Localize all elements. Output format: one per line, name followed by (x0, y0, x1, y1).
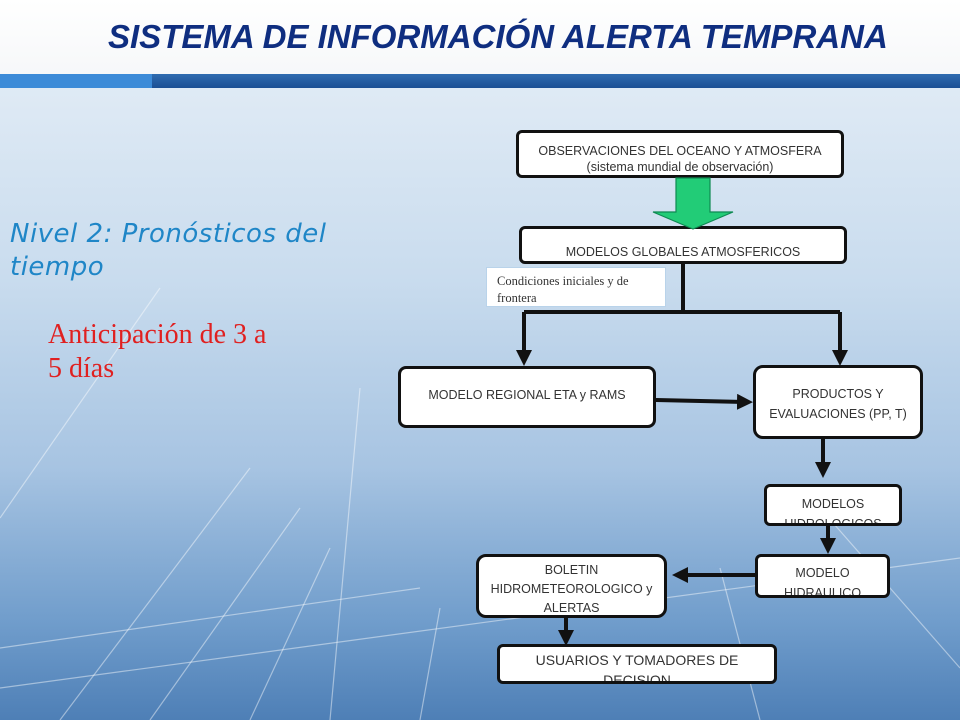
note-condiciones: Condiciones iniciales y de frontera (486, 267, 666, 307)
level-heading: Nivel 2: Pronósticos del tiempo (10, 219, 327, 282)
box-observaciones: OBSERVACIONES DEL OCEANO Y ATMOSFERA (si… (516, 130, 844, 178)
header-band-left (0, 74, 152, 88)
usuarios-label: USUARIOS Y TOMADORES DE DECISION (535, 652, 739, 684)
box-modelo-hidraulico: MODELO HIDRAULICO (755, 554, 890, 598)
modelos-hidrologicos-label: MODELOS HIDROLOGICOS (784, 497, 882, 526)
box-modelos-hidrologicos: MODELOS HIDROLOGICOS (764, 484, 902, 526)
observaciones-line2: (sistema mundial de observación) (586, 160, 774, 174)
box-modelos-globales: MODELOS GLOBALES ATMOSFERICOS (519, 226, 847, 264)
productos-label: PRODUCTOS Y EVALUACIONES (PP, T) (769, 387, 907, 421)
boletin-label: BOLETIN HIDROMETEOROLOGICO y ALERTAS (490, 563, 653, 615)
box-boletin: BOLETIN HIDROMETEOROLOGICO y ALERTAS (476, 554, 667, 618)
box-usuarios: USUARIOS Y TOMADORES DE DECISION (497, 644, 777, 684)
slide-title: SISTEMA DE INFORMACIÓN ALERTA TEMPRANA (108, 18, 888, 55)
box-productos: PRODUCTOS Y EVALUACIONES (PP, T) (753, 365, 923, 439)
slide-header: SISTEMA DE INFORMACIÓN ALERTA TEMPRANA (0, 0, 960, 90)
observaciones-line1: OBSERVACIONES DEL OCEANO Y ATMOSFERA (538, 144, 822, 158)
modelos-globales-label: MODELOS GLOBALES ATMOSFERICOS (565, 245, 801, 259)
anticipation-text: Anticipación de 3 a 5 días (48, 319, 267, 384)
box-modelo-regional: MODELO REGIONAL ETA y RAMS (398, 366, 656, 428)
modelo-regional-label: MODELO REGIONAL ETA y RAMS (428, 388, 626, 402)
header-band-right (152, 74, 960, 88)
modelo-hidraulico-label: MODELO HIDRAULICO (783, 566, 862, 598)
